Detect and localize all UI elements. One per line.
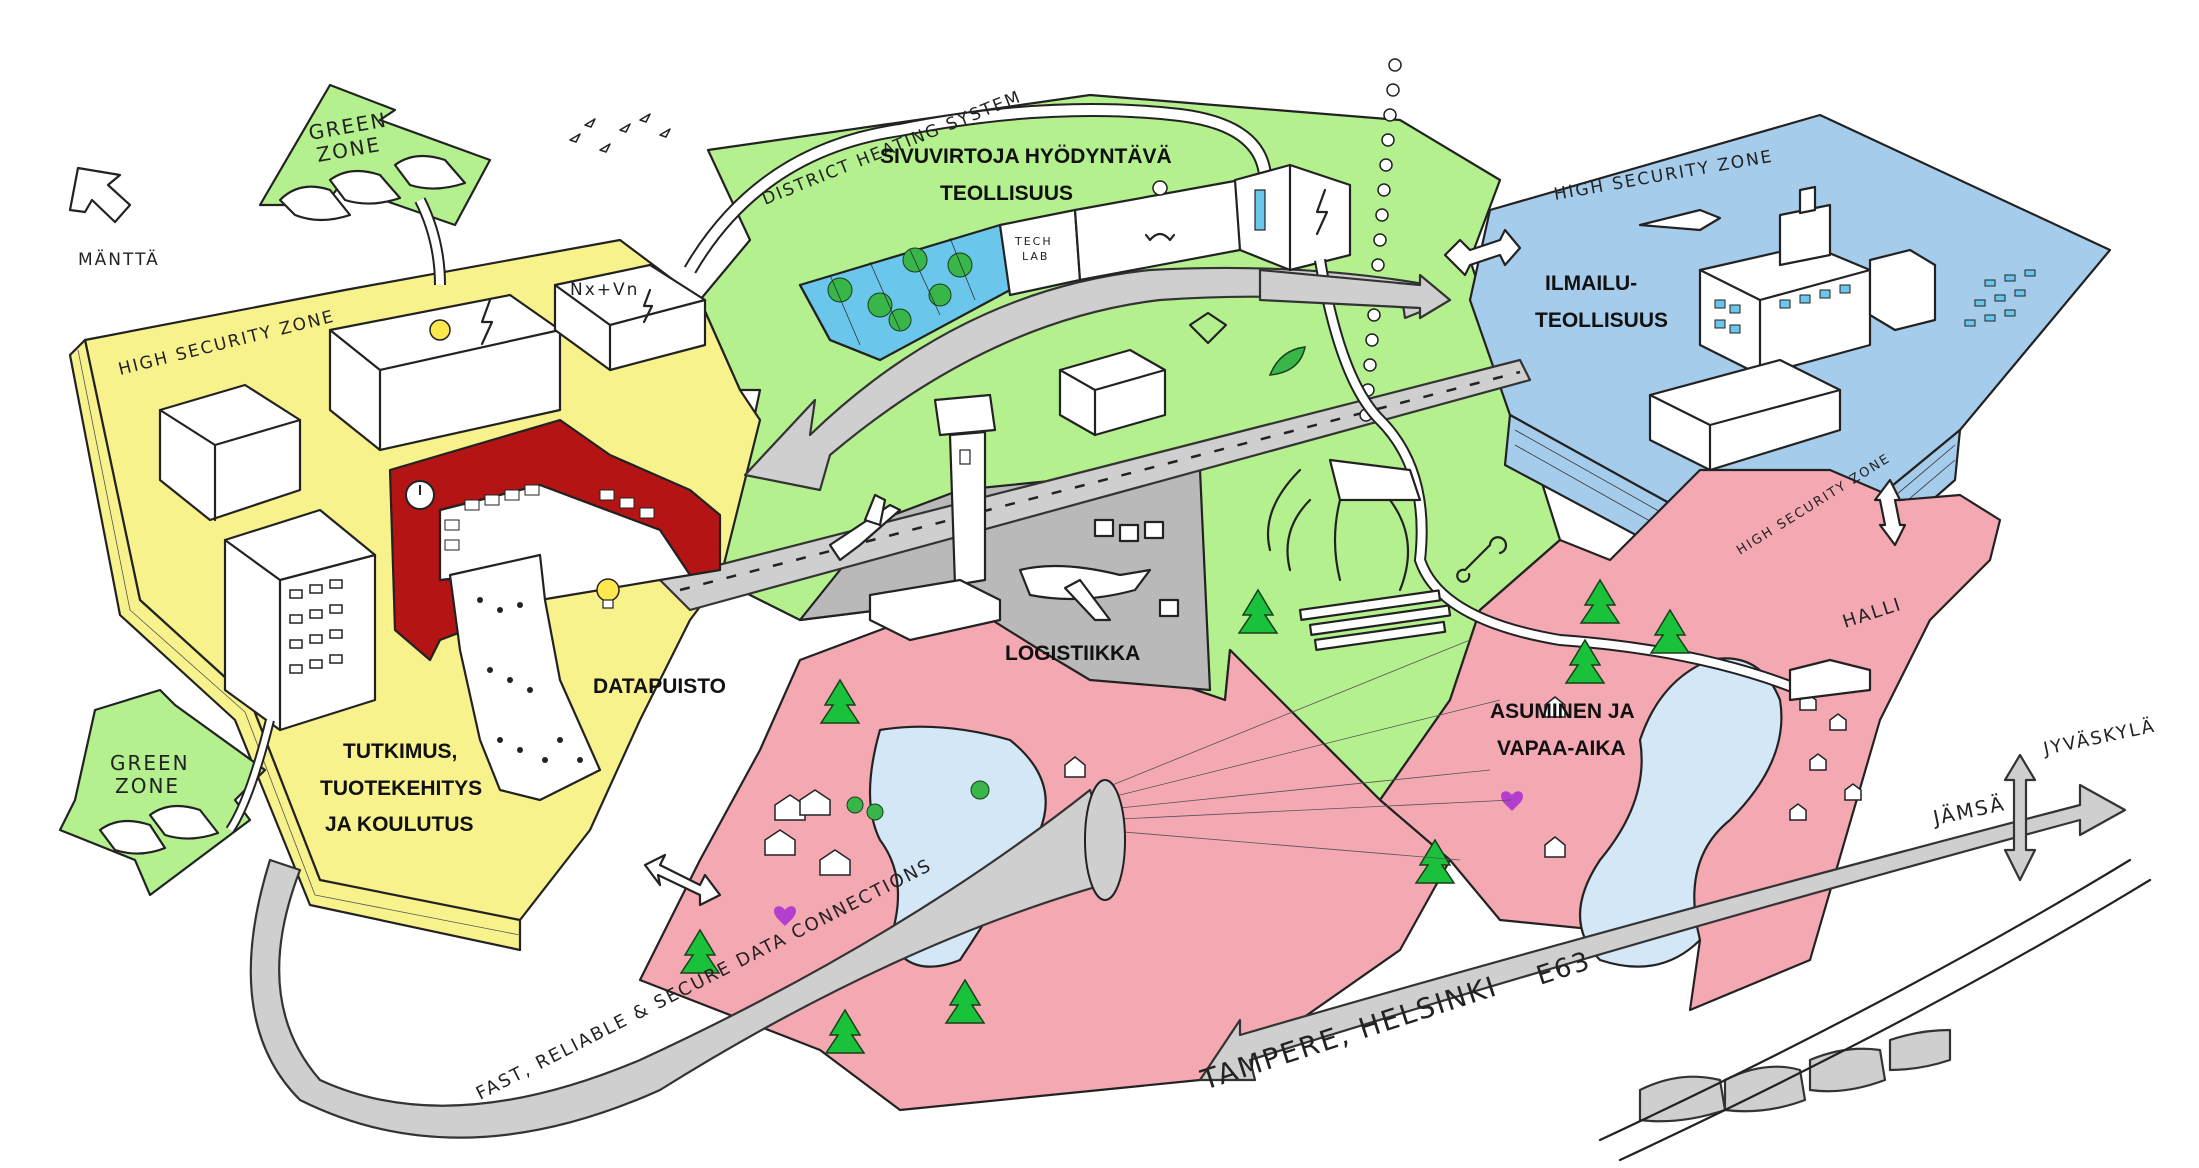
research-building [448,553,602,802]
asuminen-label-line2: VAPAA-AIKA [1497,737,1626,760]
double-arrow-blue-pink [1873,478,1907,547]
diamond-icon [1188,311,1228,345]
island-bushes [846,780,990,821]
jyvaskyla-label: JYVÄSKYLÄ [2041,716,2158,760]
grey-arrow-to-blue-zone [1258,268,1452,320]
heart-icon-2 [1501,791,1523,811]
jet-airplane [1638,208,1722,232]
halli-arena [1788,658,1872,702]
mantta-arrow [68,166,132,224]
double-arrow-pink-left [643,853,722,907]
ilmailu-label-line2: TEOLLISUUS [1535,309,1668,332]
sivuvirtoja-label-line1: SIVUVIRTOJA HYÖDYNTÄVÄ [880,145,1172,168]
tutkimus-label-line1: TUTKIMUS, [343,740,457,763]
data-connection-beams [1099,639,1513,861]
gauge-icon [1152,180,1168,196]
heart-icon [774,906,796,926]
yellow-zone-fence [68,338,522,952]
lightning-icon-3 [1315,188,1329,236]
svg-text:LAB: LAB [1022,250,1049,263]
data-funnel [1084,779,1126,901]
cargo-boxes [1093,518,1180,618]
birds [569,113,671,153]
storage-building [158,383,302,522]
lake-left [868,725,1047,968]
ilmailu-label-line1: ILMAILU- [1545,272,1637,295]
runway [658,358,1532,612]
airplane-icon [828,493,902,562]
recycle-icon [1144,232,1176,242]
glass-greenhouse [798,223,1012,362]
cargo-airplane [1018,564,1152,622]
energy-building [328,293,562,452]
mantta-label: MÄNTTÄ [78,249,160,270]
log-pile [1298,589,1452,652]
greenhouses-bottom [98,804,220,855]
svg-text:TECH: TECH [1014,235,1053,248]
lightning-icon [480,298,494,346]
formula-text: Nx+Vn [570,280,639,300]
tech-lab: TECH LAB [998,208,1082,297]
runway-markings [679,370,1521,592]
yellow-zone-net [77,349,521,936]
railway-line [1598,858,2152,1162]
aviation-complex [1648,185,1937,472]
container-unit [1058,348,1167,437]
asuminen-label-line1: ASUMINEN JA [1490,700,1635,723]
logistiikka-label: LOGISTIIKKA [1005,642,1140,665]
lightning-icon-2 [642,288,654,324]
jamsa-label: JÄMSÄ [1929,791,2008,830]
sivuvirtoja-label-line2: TEOLLISUUS [940,182,1073,205]
double-arrow-green-blue [1443,228,1522,277]
river-right [1579,657,1783,968]
highway-e63 [1198,783,2127,1082]
greenhouses-top [278,154,467,222]
green-zone-bottom-line2: ZONE [115,774,180,798]
server-hall [223,508,377,732]
sun-icon [429,319,451,341]
houses [764,693,1862,876]
lightbulb-icon [596,578,620,609]
tutkimus-label-line2: TUOTEKEHITYS [320,777,482,800]
tutkimus-label-line3: JA KOULUTUS [325,813,474,836]
jyvaskyla-arrow [2003,753,2037,882]
energy-tower-building [1233,163,1352,272]
control-tower [868,393,1002,642]
parking-cars [1964,269,2036,327]
recycling-machine [1266,458,1422,592]
formula-building: Nx+Vn [553,263,707,372]
green-zone-bottom-line1: GREEN [110,751,190,775]
datapuisto-label: DATAPUISTO [593,675,726,698]
leaf-icon [1268,346,1306,376]
industry-building [1073,178,1242,282]
wrench-icon [1456,536,1508,583]
trees [679,578,1691,1054]
